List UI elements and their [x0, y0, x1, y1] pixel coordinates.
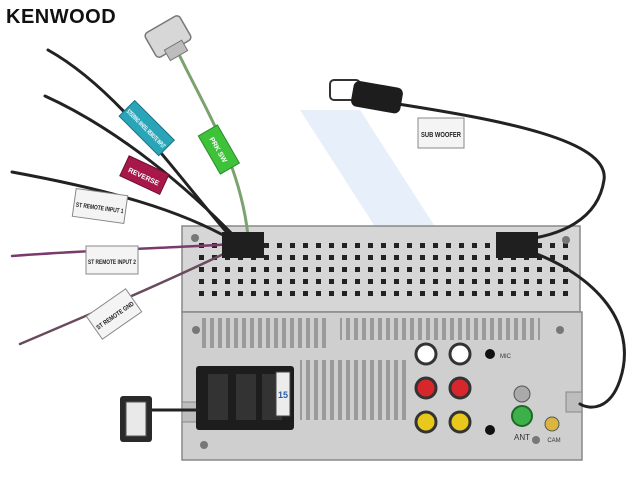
tag-st-remote-1: ST REMOTE INPUT 1: [71, 187, 129, 225]
ant-label: ANT: [514, 433, 530, 442]
rear-fins-center: [300, 360, 410, 420]
mini-jack-icon[interactable]: [485, 349, 495, 359]
side-tab-right: [565, 391, 583, 413]
wire-st-remote-gnd: [18, 246, 238, 346]
antenna-jack: ANT CAM: [511, 385, 561, 444]
tag-reverse: REVERSE: [119, 155, 170, 196]
screw-icon: [191, 234, 199, 242]
tag-st-remote-2: ST REMOTE INPUT 2: [85, 245, 139, 275]
rear-fins-top: [340, 318, 540, 340]
rca-jacks: MIC: [414, 342, 512, 435]
rca-jack-icon[interactable]: [414, 410, 438, 434]
rca-jack-icon[interactable]: [448, 342, 472, 366]
cable-clamp-right: [496, 232, 538, 258]
usb-icon[interactable]: [125, 401, 147, 437]
rear-fins-left: [200, 318, 330, 348]
tag-steering: STEERING WHEEL REMOTE INPUT: [118, 99, 175, 157]
screw-icon: [532, 436, 540, 444]
side-tab-left: [181, 401, 199, 423]
prk-sw-plug: [144, 15, 192, 62]
usb-connector: [120, 396, 152, 442]
mic-label: MIC: [500, 354, 512, 360]
wire-sub-woofer: [396, 102, 606, 242]
mini-jack-icon[interactable]: [485, 425, 495, 435]
tag-sub-woofer: SUB WOOFER: [417, 117, 465, 149]
fuse-label: 15: [278, 390, 288, 400]
rca-jack-icon[interactable]: [448, 376, 472, 400]
screw-icon: [192, 326, 200, 334]
screw-icon: [562, 236, 570, 244]
wire-st-remote-1: [10, 170, 234, 242]
tag-st-remote-2-text: ST REMOTE INPUT 2: [88, 259, 136, 266]
chassis: [181, 225, 583, 461]
cam-label: CAM: [547, 438, 560, 444]
rca-jack-icon[interactable]: [414, 376, 438, 400]
tag-sub-woofer-text: SUB WOOFER: [421, 132, 461, 139]
antenna-jack-icon[interactable]: [511, 405, 533, 427]
cable-clamp-left: [222, 232, 264, 258]
sub-woofer-plug: [329, 79, 403, 114]
tag-prk-sw: PRK SW: [197, 124, 241, 175]
brand-logo: KENWOOD: [6, 6, 116, 29]
screw-icon: [556, 326, 564, 334]
wire-sub-woofer-return: [518, 246, 626, 409]
rca-jack-icon[interactable]: [448, 410, 472, 434]
fuse-icon: [275, 371, 291, 417]
camera-jack-icon[interactable]: [544, 416, 560, 432]
rca-jack-icon[interactable]: [414, 342, 438, 366]
wire-reverse: [43, 94, 238, 240]
brand-name: KENWOOD: [6, 6, 117, 28]
screw-icon: [200, 441, 208, 449]
iso-connector: 15: [196, 366, 294, 430]
